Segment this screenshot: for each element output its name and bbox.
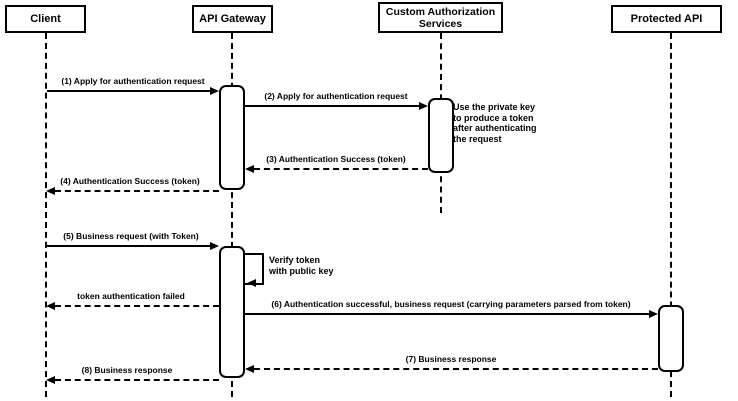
- message-token-failed-line: [55, 305, 219, 307]
- actor-custom-authorization-services-label: Custom Authorization Services: [385, 5, 496, 30]
- actor-api-gateway: API Gateway: [192, 5, 273, 33]
- message-token-failed-arrowhead: [46, 302, 55, 310]
- message-4-label: (4) Authentication Success (token): [60, 176, 200, 186]
- actor-client: Client: [5, 5, 86, 33]
- message-8-label: (8) Business response: [81, 365, 173, 375]
- message-6-line: [245, 313, 649, 315]
- message-5-line: [47, 245, 210, 247]
- message-1-arrowhead: [210, 87, 219, 95]
- message-3-label: (3) Authentication Success (token): [266, 154, 406, 164]
- message-7-label: (7) Business response: [405, 354, 497, 364]
- actor-protected-api: Protected API: [611, 5, 722, 33]
- lifeline-client: [45, 33, 47, 397]
- message-8-arrowhead: [46, 376, 55, 384]
- activation-protected-api: [658, 305, 684, 372]
- note-private-key: Use the private key to produce a token a…: [453, 102, 537, 144]
- lifeline-api-gateway: [231, 33, 233, 397]
- actor-api-gateway-label: API Gateway: [199, 13, 266, 25]
- activation-api-gateway-2: [219, 246, 245, 378]
- message-4-arrowhead: [46, 187, 55, 195]
- message-1-line: [47, 90, 210, 92]
- actor-protected-api-label: Protected API: [630, 13, 703, 25]
- actor-client-label: Client: [30, 13, 61, 25]
- message-5-label: (5) Business request (with Token): [63, 231, 199, 241]
- actor-custom-authorization-services: Custom Authorization Services: [378, 2, 503, 33]
- message-2-line: [245, 105, 419, 107]
- message-4-line: [55, 190, 219, 192]
- self-message-label: Verify token with public key: [269, 255, 334, 276]
- message-6-arrowhead: [649, 310, 658, 318]
- self-message-arrowhead: [247, 279, 256, 287]
- message-7-line: [254, 368, 658, 370]
- message-8-line: [55, 379, 219, 381]
- activation-custom-authorization-services: [428, 98, 454, 173]
- activation-api-gateway-1: [219, 85, 245, 190]
- message-1-label: (1) Apply for authentication request: [61, 76, 205, 86]
- message-6-label: (6) Authentication successful, business …: [271, 299, 631, 309]
- message-2-label: (2) Apply for authentication request: [264, 91, 408, 101]
- message-5-arrowhead: [210, 242, 219, 250]
- lifeline-protected-api: [670, 33, 672, 397]
- message-3-arrowhead: [245, 165, 254, 173]
- message-token-failed-label: token authentication failed: [77, 291, 185, 301]
- message-3-line: [254, 168, 428, 170]
- message-7-arrowhead: [245, 365, 254, 373]
- message-2-arrowhead: [419, 102, 428, 110]
